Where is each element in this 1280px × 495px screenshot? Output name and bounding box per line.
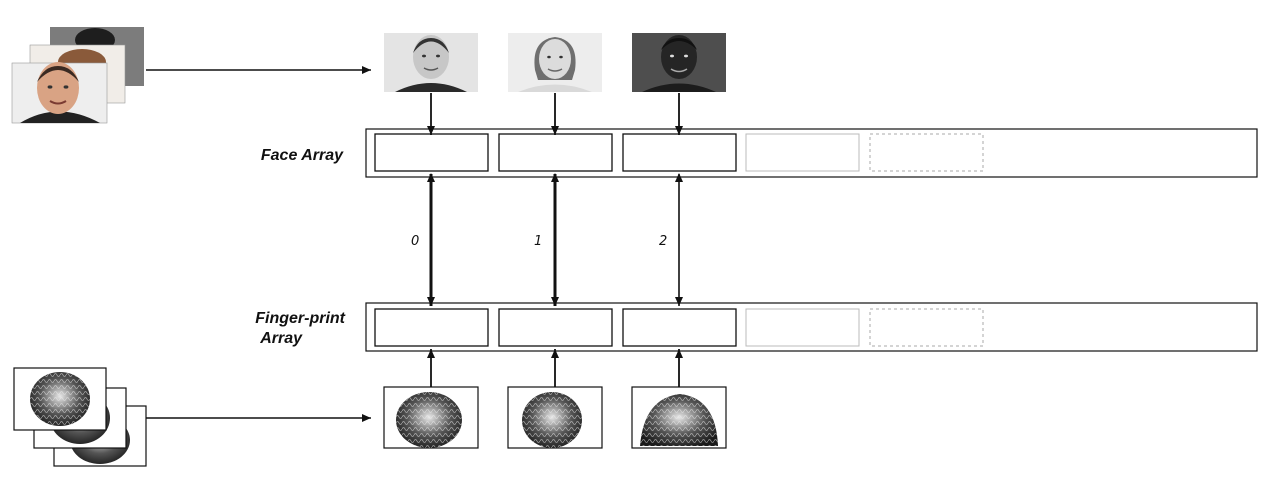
index-label-0: 0	[411, 234, 419, 249]
fingerprint-array-slot-2	[622, 308, 737, 347]
fingerprint-array-label-line2: Array	[259, 330, 303, 347]
fingerprint-stack-card-1	[13, 367, 107, 431]
face-array-slot-0	[374, 133, 489, 172]
fingerprint-array	[365, 302, 1258, 352]
face-array-label: Face Array	[261, 147, 344, 164]
face-array	[365, 128, 1258, 178]
fingerprint-array-slot-0	[374, 308, 489, 347]
index-label-1: 1	[534, 234, 542, 249]
fingerprint-array-slot-dashed	[869, 308, 984, 347]
fingerprint-array-slot-empty	[745, 308, 860, 347]
fingerprint-array-container	[365, 302, 1258, 352]
fingerprint-array-slot-1	[498, 308, 613, 347]
fingerprint-image-2	[507, 386, 603, 449]
face-array-slot-2	[622, 133, 737, 172]
face-stack-card-1	[11, 62, 108, 124]
fingerprint-image-1	[383, 386, 479, 449]
fingerprint-array-label-line1: Finger-print	[255, 310, 345, 327]
index-label-2: 2	[659, 234, 667, 249]
face-array-slot-empty	[745, 133, 860, 172]
face-array-slot-1	[498, 133, 613, 172]
face-array-container	[365, 128, 1258, 178]
face-array-slot-dashed	[869, 133, 984, 172]
face-photo-3	[632, 33, 726, 92]
fingerprint-image-3	[631, 386, 727, 449]
face-photo-1	[384, 33, 478, 92]
fingerprint-stack	[13, 367, 147, 467]
face-stack	[11, 27, 144, 124]
face-photo-2	[508, 33, 602, 92]
